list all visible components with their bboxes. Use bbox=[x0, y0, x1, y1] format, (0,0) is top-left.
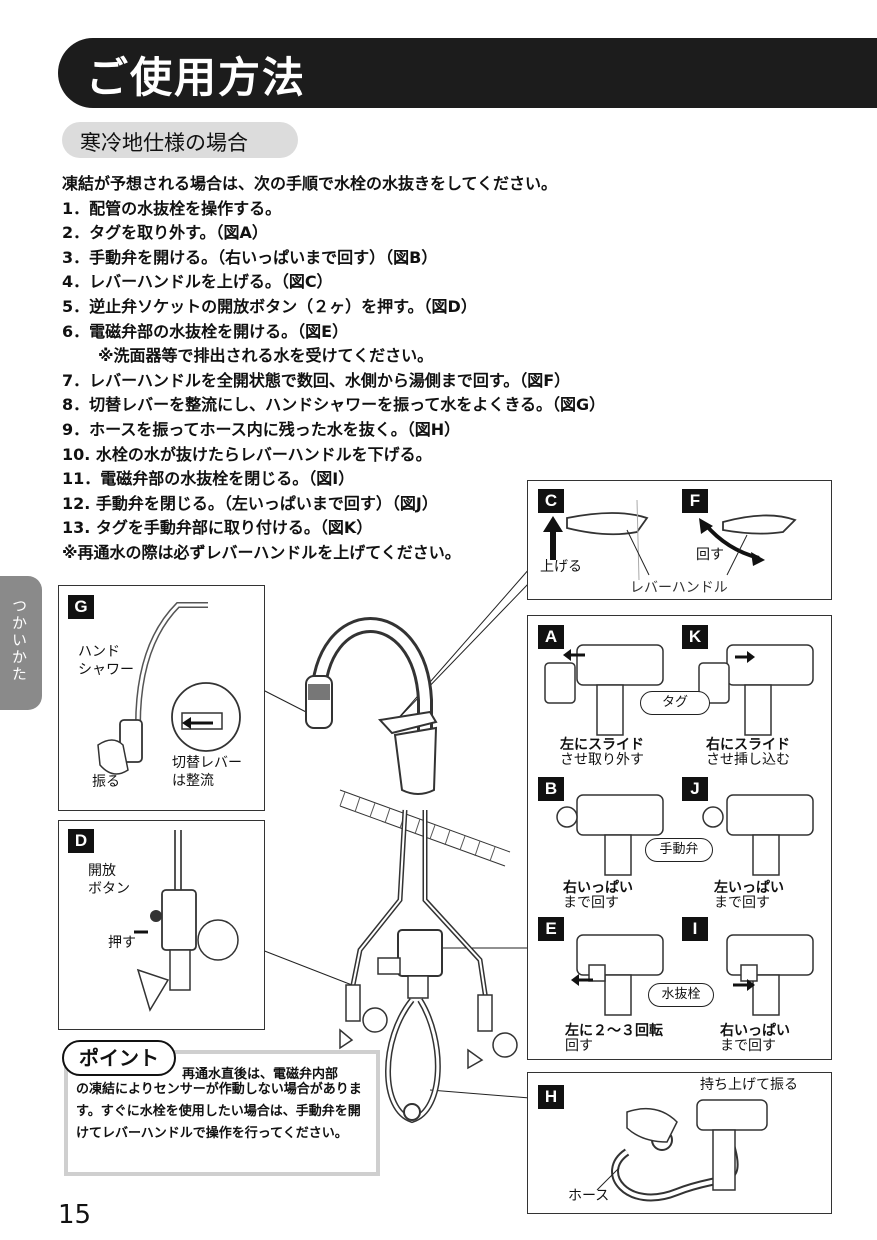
step-item: 3．手動弁を開ける。（右いっぱいまで回す）（図B） bbox=[62, 247, 438, 267]
page-title: ご使用方法 bbox=[86, 53, 307, 102]
open-button-label: 開放 ボタン bbox=[88, 863, 130, 897]
lift-shake-label: 持ち上げて振る bbox=[700, 1077, 798, 1093]
steps-list: 凍結が予想される場合は、次の手順で水栓の水抜きをしてください。 1．配管の水抜栓… bbox=[62, 172, 606, 566]
raise-label: 上げる bbox=[540, 559, 582, 575]
turn-label: 回す bbox=[696, 547, 724, 563]
switch-lever-label: 切替レバー は整流 bbox=[172, 755, 242, 789]
drain-pill: 水抜栓 bbox=[648, 983, 714, 1007]
header-bar bbox=[58, 38, 877, 108]
point-tag: ポイント bbox=[62, 1040, 176, 1076]
step-item: 2．タグを取り外す。（図A） bbox=[62, 223, 268, 243]
figure-label-f: F bbox=[682, 489, 708, 513]
step-note: ※洗面器等で排出される水を受けてください。 bbox=[98, 346, 434, 366]
b-caption-2: まで回す bbox=[563, 895, 619, 911]
push-label: 押す bbox=[108, 935, 136, 951]
i-caption-1: 右いっぱい bbox=[720, 1023, 790, 1039]
manual-valve-pill: 手動弁 bbox=[645, 838, 713, 862]
step-item: 8．切替レバーを整流にし、ハンドシャワーを振って水をよくきる。（図G） bbox=[62, 395, 606, 415]
hand-shower-illustration bbox=[97, 602, 241, 775]
hose-label: ホース bbox=[568, 1188, 610, 1204]
steps-intro: 凍結が予想される場合は、次の手順で水栓の水抜きをしてください。 bbox=[62, 174, 558, 193]
section-title: 寒冷地仕様の場合 bbox=[80, 131, 248, 155]
figure-label-i: I bbox=[682, 917, 708, 941]
step-item: 12. 手動弁を閉じる。（左いっぱいまで回す）（図J） bbox=[62, 493, 438, 513]
lever-handle-illustration bbox=[543, 499, 797, 581]
a-caption-2: させ取り外す bbox=[560, 752, 644, 768]
tag-pill: タグ bbox=[640, 691, 710, 715]
step-item: 9．ホースを振ってホース内に残った水を抜く。（図H） bbox=[62, 419, 461, 439]
figure-cf bbox=[527, 480, 832, 600]
section-pill bbox=[62, 122, 298, 158]
step-item: 13. タグを手動弁部に取り付ける。（図K） bbox=[62, 518, 373, 538]
j-caption-2: まで回す bbox=[714, 895, 770, 911]
step-item: 11．電磁弁部の水抜栓を閉じる。（図I） bbox=[62, 469, 355, 489]
point-text-body: の凍結によりセンサーが作動しない場合があります。すぐに水栓を使用したい場合は、手… bbox=[76, 1082, 362, 1141]
shake-label: 振る bbox=[92, 774, 120, 790]
k-caption-1: 右にスライド bbox=[706, 737, 790, 753]
step-warning: ※再通水の際は必ずレバーハンドルを上げてください。 bbox=[62, 542, 461, 562]
step-item: 6．電磁弁部の水抜栓を開ける。（図E） bbox=[62, 321, 349, 341]
figure-label-j: J bbox=[682, 777, 708, 801]
b-caption-1: 右いっぱい bbox=[563, 880, 633, 896]
check-valve-illustration bbox=[134, 830, 239, 1012]
k-caption-2: させ挿し込む bbox=[706, 752, 790, 768]
figure-label-a: A bbox=[538, 625, 564, 649]
page-number: 15 bbox=[58, 1200, 92, 1230]
valve-illustrations bbox=[544, 644, 814, 1016]
hose-illustration bbox=[596, 1099, 768, 1202]
point-text-line1: 再通水直後は、電磁弁内部 bbox=[182, 1067, 339, 1082]
e-caption-2: 回す bbox=[565, 1038, 593, 1054]
side-tab bbox=[0, 576, 42, 710]
step-item: 5．逆止弁ソケットの開放ボタン（２ヶ）を押す。（図D） bbox=[62, 296, 477, 316]
j-caption-1: 左いっぱい bbox=[714, 880, 784, 896]
figure-label-e: E bbox=[538, 917, 564, 941]
figure-label-b: B bbox=[538, 777, 564, 801]
side-tab-label: つかいかた bbox=[10, 598, 28, 683]
step-item: 10. 水栓の水が抜けたらレバーハンドルを下げる。 bbox=[62, 444, 432, 464]
figure-label-d: D bbox=[68, 829, 94, 853]
step-item: 7．レバーハンドルを全開状態で数回、水側から湯側まで回す。（図F） bbox=[62, 370, 571, 390]
step-item: 4．レバーハンドルを上げる。（図C） bbox=[62, 272, 333, 292]
step-item: 1．配管の水抜栓を操作する。 bbox=[62, 198, 282, 218]
i-caption-2: まで回す bbox=[720, 1038, 776, 1054]
lever-handle-label: レバーハンドル bbox=[630, 580, 728, 596]
figure-label-k: K bbox=[682, 625, 708, 649]
a-caption-1: 左にスライド bbox=[560, 737, 644, 753]
figure-label-g: G bbox=[68, 595, 94, 619]
figure-label-h: H bbox=[538, 1085, 564, 1109]
e-caption-1: 左に２〜３回転 bbox=[565, 1023, 663, 1039]
hand-shower-label: ハンド シャワー bbox=[78, 644, 134, 678]
figure-label-c: C bbox=[538, 489, 564, 513]
